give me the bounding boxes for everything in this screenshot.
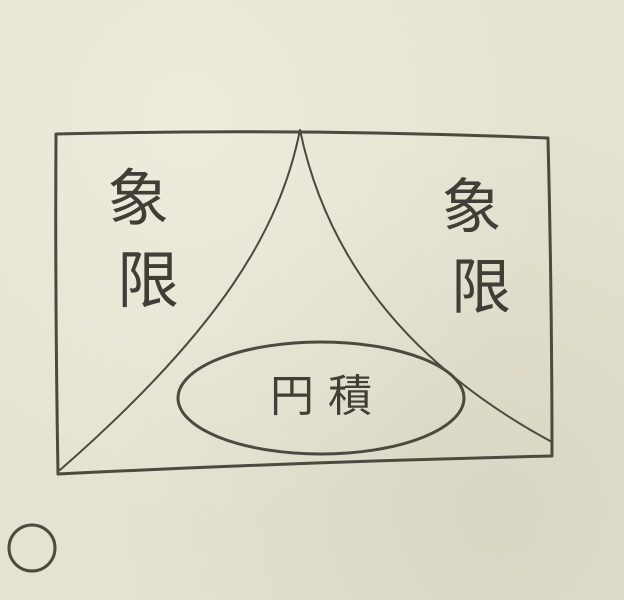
outer-rectangle [54,130,554,476]
right-curve [299,129,553,443]
left-label: 象 限 [107,162,189,317]
center-label: 円 積 [270,371,372,422]
left-label-char-2: 限 [117,244,179,317]
right-label-char-1: 象 [441,173,501,243]
circle-mark-icon [7,523,57,573]
right-label-char-2: 限 [451,253,511,323]
left-label-char-1: 象 [107,162,169,235]
right-label: 象 限 [441,173,520,323]
left-curve [59,129,301,471]
center-ellipse [176,340,466,456]
